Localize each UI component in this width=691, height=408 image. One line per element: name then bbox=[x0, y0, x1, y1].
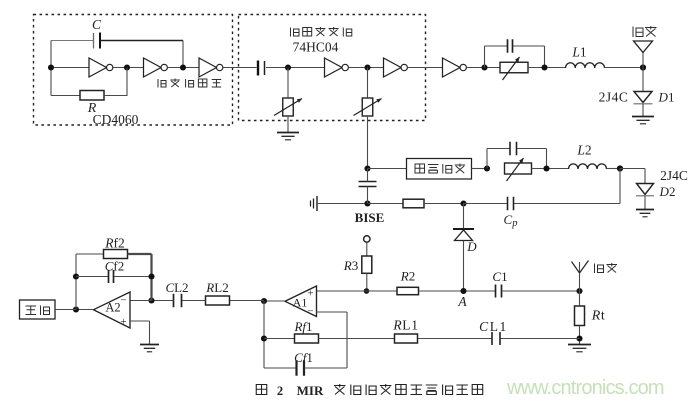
svg-text:2: 2 bbox=[277, 384, 283, 398]
svg-text:Rf2: Rf2 bbox=[104, 236, 125, 251]
svg-text:BISE: BISE bbox=[355, 210, 385, 225]
svg-text:RL1: RL1 bbox=[392, 318, 418, 333]
svg-text:R3: R3 bbox=[343, 258, 358, 273]
svg-text:CL2: CL2 bbox=[165, 280, 188, 295]
svg-text:−: − bbox=[307, 306, 313, 318]
svg-text:74HC04: 74HC04 bbox=[293, 40, 339, 55]
svg-text:2J4C: 2J4C bbox=[660, 168, 688, 183]
svg-text:A1: A1 bbox=[293, 296, 308, 310]
svg-text:L2: L2 bbox=[576, 143, 591, 158]
svg-text:Cf2: Cf2 bbox=[105, 259, 125, 274]
svg-text:D1: D1 bbox=[658, 90, 675, 105]
svg-text:Cf1: Cf1 bbox=[294, 350, 313, 365]
svg-text:RL2: RL2 bbox=[205, 280, 228, 295]
svg-text:2J4C: 2J4C bbox=[599, 90, 629, 105]
svg-text:C1: C1 bbox=[492, 269, 507, 284]
svg-text:L1: L1 bbox=[571, 45, 586, 60]
svg-text:CD4060: CD4060 bbox=[93, 112, 139, 127]
svg-text:A: A bbox=[457, 294, 467, 309]
svg-text:MIR: MIR bbox=[297, 383, 324, 398]
svg-text:+: + bbox=[120, 316, 126, 328]
svg-text:−: − bbox=[120, 295, 126, 307]
svg-text:Cp: Cp bbox=[504, 212, 518, 229]
svg-text:D2: D2 bbox=[659, 184, 676, 199]
svg-text:Rt: Rt bbox=[591, 309, 605, 324]
svg-text:R2: R2 bbox=[400, 269, 415, 284]
svg-text:A2: A2 bbox=[105, 301, 120, 315]
svg-text:C: C bbox=[92, 17, 102, 32]
svg-text:+: + bbox=[307, 288, 313, 300]
svg-text:CL1: CL1 bbox=[479, 319, 508, 334]
svg-text:D: D bbox=[466, 239, 477, 254]
svg-text:www.cntronics.com: www.cntronics.com bbox=[506, 377, 664, 399]
svg-text:Rf1: Rf1 bbox=[293, 319, 312, 334]
svg-text:R: R bbox=[87, 101, 97, 116]
